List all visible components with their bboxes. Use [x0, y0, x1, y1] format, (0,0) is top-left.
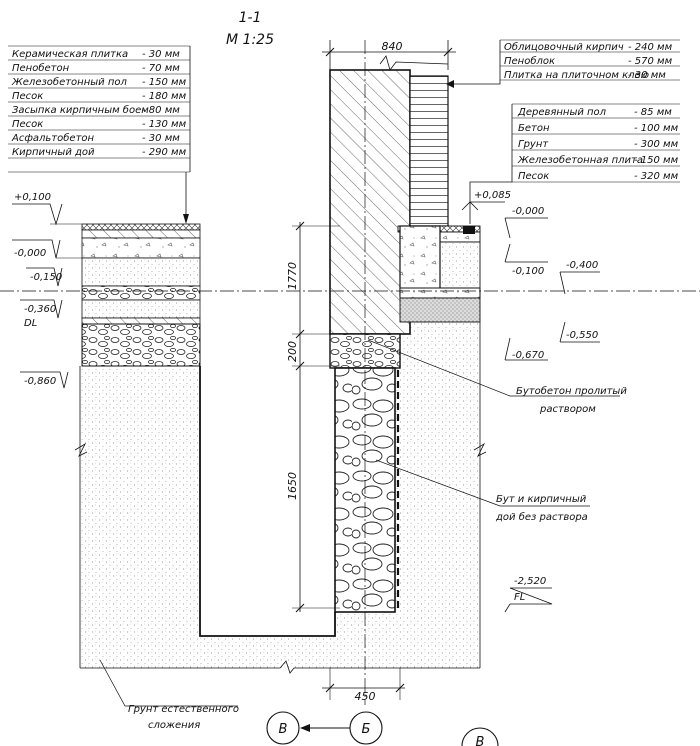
wall-layer-2-thickness: - 30 мм — [628, 70, 666, 81]
axis-arrow-icon — [300, 724, 310, 732]
trench-outline — [199, 366, 336, 637]
left-layer-1-name: Пенобетон — [12, 62, 70, 74]
wall-layer-1-thickness: - 570 мм — [628, 56, 673, 67]
callout-but-2: дой без раствора — [495, 511, 588, 523]
left-layer-3-thickness: - 180 мм — [142, 91, 187, 102]
elev-plus-0100: +0,100 — [14, 192, 51, 203]
left-layer-1-thickness: - 70 мм — [142, 63, 180, 74]
callout-ground-2: сложения — [148, 720, 200, 731]
callout-ground-1: Грунт естественного — [128, 704, 239, 715]
floor-layer-1-thickness: - 100 мм — [634, 123, 679, 134]
elev-m0860: -0,860 — [24, 376, 56, 387]
axis-label-b: Б — [362, 722, 371, 737]
callout-butobeton-1: Бутобетон пролитый — [516, 385, 627, 397]
dimensions — [292, 47, 456, 700]
left-layer-0-name: Керамическая плитка — [12, 49, 128, 60]
floor-layer-labels: Деревянный пол - 85 мм Бетон - 100 мм Гр… — [517, 107, 679, 182]
floor-layer-0-name: Деревянный пол — [517, 107, 607, 118]
elev-m0670: -0,670 — [512, 350, 544, 361]
floor-layer-0-thickness: - 85 мм — [634, 107, 672, 118]
callout-but-1: Бут и кирпичный — [496, 494, 587, 505]
right-elevation-labels: +0,085 -0,000 -0,100 -0,400 -0,550 -0,67… — [474, 190, 598, 603]
title-block: 1-1 М 1:25 — [226, 10, 274, 48]
elevation-markers-right — [461, 201, 600, 613]
left-layer-0-thickness: - 30 мм — [142, 49, 180, 60]
elevation-markers-left — [12, 203, 82, 389]
wall-layer-labels: Облицовочный кирпич - 240 мм Пеноблок - … — [504, 41, 673, 81]
left-layer-5-thickness: - 130 мм — [142, 119, 187, 130]
left-floor-layers — [81, 223, 201, 367]
elev-right-zero: -0,000 — [512, 206, 544, 217]
floor-layer-2-thickness: - 300 мм — [634, 139, 679, 150]
elev-dl: DL — [24, 318, 37, 329]
elev-m0400: -0,400 — [566, 260, 598, 271]
elev-m2520: -2,520 — [514, 576, 546, 587]
left-layer-labels: Керамическая плитка - 30 мм Пенобетон - … — [11, 49, 187, 158]
elev-fl: FL — [514, 592, 525, 603]
dim-1770: 1770 — [286, 262, 299, 290]
left-layer-6-thickness: - 30 мм — [142, 133, 180, 144]
elev-left-zero: -0,000 — [14, 248, 46, 259]
floor-layer-3-name: Железобетонная плита — [517, 154, 643, 166]
elev-m0150: -0,150 — [30, 272, 62, 283]
section-label: 1-1 — [239, 10, 262, 26]
axis-label-v2: В — [476, 735, 485, 746]
axis-bubbles — [266, 711, 499, 746]
dim-200: 200 — [286, 341, 299, 362]
left-layer-6-name: Асфальтобетон — [11, 132, 95, 144]
left-layer-7-thickness: - 290 мм — [142, 147, 187, 158]
floor-layer-4-thickness: - 320 мм — [634, 171, 679, 182]
wall-layer-0-name: Облицовочный кирпич — [504, 41, 624, 53]
callout-butobeton-2: раствором — [539, 404, 596, 415]
top-dimension: 840 — [382, 40, 403, 53]
floor-layer-4-name: Песок — [518, 171, 549, 182]
axis-bubble-v — [266, 711, 300, 745]
axis-label-v: В — [279, 722, 288, 737]
bottom-dimension: 450 — [355, 690, 376, 703]
dim-1650: 1650 — [286, 472, 299, 500]
right-floor-layers — [397, 225, 481, 323]
dimension-labels: 840 450 1770 200 1650 — [286, 40, 403, 703]
floor-layer-2-name: Грунт — [518, 139, 549, 150]
left-layer-3-name: Песок — [12, 91, 43, 102]
elev-plus-0085: +0,085 — [474, 190, 511, 201]
floor-layer-3-thickness: - 150 мм — [634, 155, 679, 166]
left-layer-5-name: Песок — [12, 119, 43, 130]
elev-m0100: -0,100 — [512, 266, 544, 277]
floor-layer-1-name: Бетон — [518, 123, 550, 134]
wall-layer-0-thickness: - 240 мм — [628, 42, 673, 53]
left-layer-2-name: Железобетонный пол — [11, 76, 127, 88]
axis-labels: В Б В — [279, 722, 485, 746]
axis-bubble-v2 — [461, 727, 499, 746]
left-layer-4-name: Засыпка кирпичным боем — [12, 104, 149, 116]
callout-labels: Бутобетон пролитый раствором Бут и кирпи… — [128, 385, 627, 731]
elev-m0550: -0,550 — [566, 330, 598, 341]
wall-block — [329, 40, 449, 335]
leader-lines — [8, 39, 680, 707]
left-layer-2-thickness: - 150 мм — [142, 77, 187, 88]
wall-layer-2-name: Плитка на плиточном клею — [504, 70, 649, 81]
left-layer-7-name: Кирпичный дой — [12, 147, 95, 158]
elev-m0360: -0,360 — [24, 304, 56, 315]
left-layer-4-thickness: - 80 мм — [142, 105, 180, 116]
scale-label: М 1:25 — [226, 32, 274, 48]
left-elevation-labels: +0,100 -0,000 -0,150 -0,360 DL -0,860 — [14, 192, 62, 387]
wall-layer-1-name: Пеноблок — [504, 55, 555, 67]
axis-lines — [0, 40, 700, 705]
